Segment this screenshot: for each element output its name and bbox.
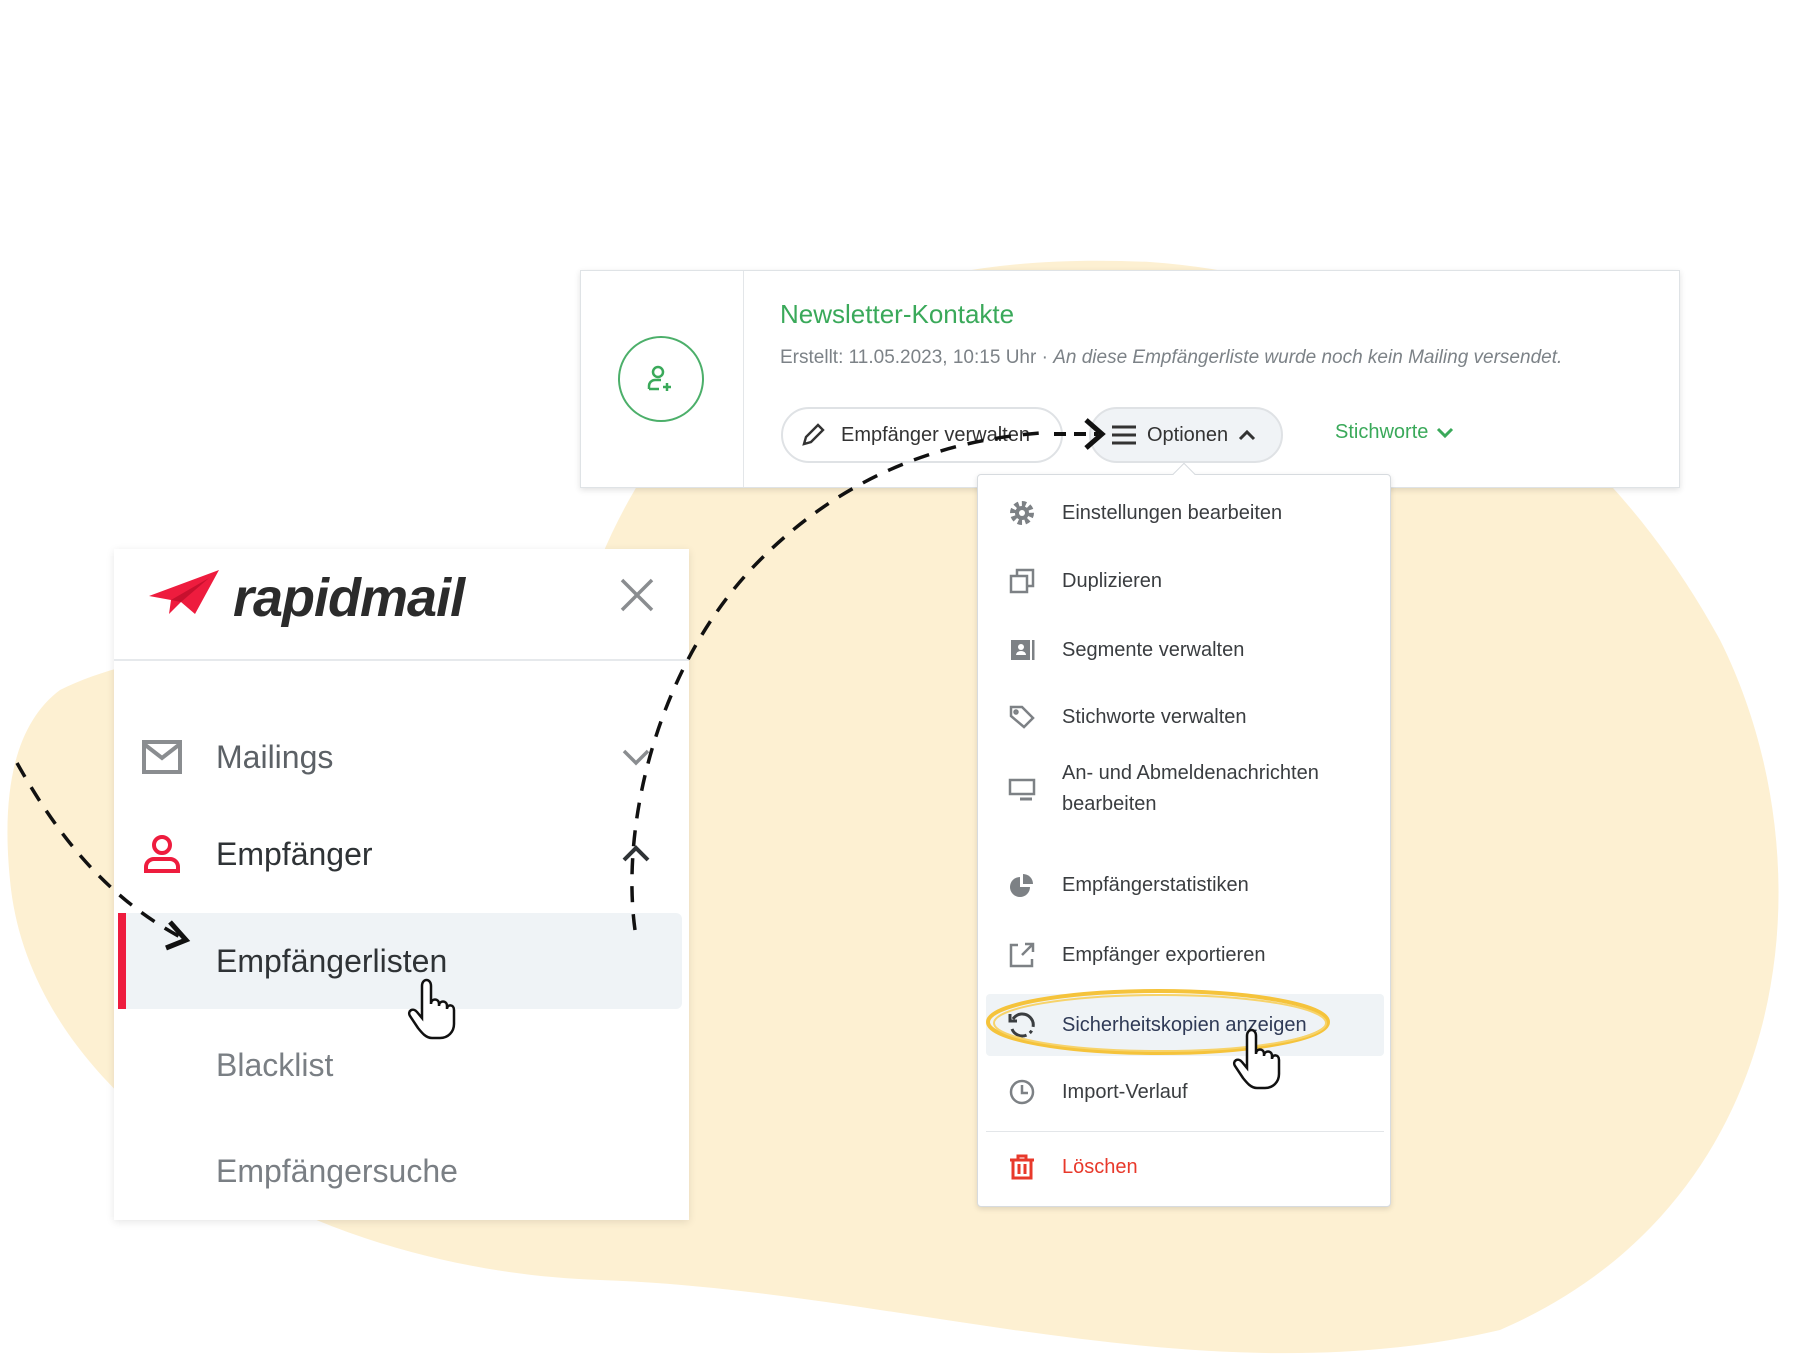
options-label: Optionen <box>1147 423 1229 446</box>
restore-icon <box>1000 1010 1044 1040</box>
sidebar-item-recipient-search[interactable]: Empfängersuche <box>114 1149 689 1193</box>
tag-icon <box>1000 703 1044 731</box>
mailing-status: An diese Empfängerliste wurde noch kein … <box>1053 347 1563 368</box>
sidebar: rapidmail Mailings Empfänger Empfängerli… <box>114 549 689 1220</box>
chevron-down-icon <box>622 749 650 766</box>
chevron-up-icon <box>1239 429 1256 441</box>
manage-recipients-label: Empfänger verwalten <box>841 423 1030 446</box>
menu-item-label: Duplizieren <box>1062 569 1163 592</box>
add-user-icon <box>618 336 704 422</box>
card-divider <box>743 271 744 487</box>
sidebar-item-recipient-lists[interactable]: Empfängerlisten <box>114 939 689 983</box>
list-title[interactable]: Newsletter-Kontakte <box>780 299 1015 329</box>
tags-dropdown[interactable]: Stichworte <box>1335 421 1454 444</box>
menu-item-delete[interactable]: Löschen <box>986 1147 1384 1187</box>
menu-item-label: Import-Verlauf <box>1062 1080 1188 1103</box>
recipient-list-card: Newsletter-Kontakte Erstellt: 11.05.2023… <box>580 270 1680 488</box>
trash-icon <box>1000 1153 1044 1181</box>
sidebar-item-label: Empfänger <box>216 835 373 872</box>
menu-item-label: Segmente verwalten <box>1062 638 1245 661</box>
options-menu: Einstellungen bearbeiten Duplizieren Seg… <box>977 462 1391 1207</box>
tags-label: Stichworte <box>1335 421 1429 443</box>
sidebar-item-label: Empfängerlisten <box>216 942 448 979</box>
menu-item-label: Einstellungen bearbeiten <box>1062 501 1283 524</box>
monitor-icon <box>1000 775 1044 803</box>
logo-text: rapidmail <box>233 568 465 628</box>
menu-item-label: Empfänger exportieren <box>1062 943 1266 966</box>
sidebar-item-label: Empfängersuche <box>216 1152 458 1189</box>
active-item-highlight <box>118 913 682 1009</box>
export-icon <box>1000 941 1044 969</box>
menu-item-label-line2: bearbeiten <box>1062 793 1157 815</box>
sidebar-item-mailings[interactable]: Mailings <box>114 735 689 779</box>
pie-chart-icon <box>1000 871 1044 899</box>
created-date: Erstellt: 11.05.2023, 10:15 Uhr · <box>780 347 1054 368</box>
sidebar-item-blacklist[interactable]: Blacklist <box>114 1043 689 1087</box>
user-icon <box>144 835 180 873</box>
menu-icon <box>1112 425 1136 445</box>
gear-icon <box>1000 499 1044 527</box>
menu-separator <box>986 1131 1384 1132</box>
menu-item-duplicate[interactable]: Duplizieren <box>986 561 1384 601</box>
options-button[interactable]: Optionen <box>1089 407 1283 463</box>
menu-item-segments[interactable]: Segmente verwalten <box>986 630 1384 670</box>
menu-item-label: Stichworte verwalten <box>1062 705 1247 728</box>
sidebar-header: rapidmail <box>114 549 689 661</box>
sidebar-item-label: Mailings <box>216 738 334 775</box>
menu-item-label: An- und Abmeldenachrichten <box>1062 762 1319 784</box>
menu-item-import-history[interactable]: Import-Verlauf <box>986 1072 1384 1112</box>
contact-card-icon <box>1000 636 1044 664</box>
sidebar-item-recipients[interactable]: Empfänger <box>114 832 689 876</box>
menu-item-statistics[interactable]: Empfängerstatistiken <box>986 865 1384 905</box>
pencil-icon <box>802 423 825 446</box>
chevron-up-icon <box>622 845 650 862</box>
menu-item-signup-messages[interactable]: An- und Abmeldenachrichten bearbeiten <box>986 757 1384 821</box>
menu-item-tags[interactable]: Stichworte verwalten <box>986 697 1384 737</box>
menu-item-label: Löschen <box>1062 1155 1138 1178</box>
duplicate-icon <box>1000 567 1044 595</box>
list-meta: Erstellt: 11.05.2023, 10:15 Uhr · An die… <box>780 347 1562 369</box>
menu-item-export[interactable]: Empfänger exportieren <box>986 935 1384 975</box>
clock-icon <box>1000 1078 1044 1106</box>
sidebar-item-label: Blacklist <box>216 1046 334 1083</box>
chevron-down-icon <box>1437 427 1454 438</box>
menu-item-backups[interactable]: Sicherheitskopien anzeigen <box>986 994 1384 1056</box>
close-icon[interactable] <box>619 577 655 613</box>
rapidmail-logo[interactable]: rapidmail <box>149 567 465 629</box>
envelope-icon <box>142 740 182 774</box>
menu-item-label: Sicherheitskopien anzeigen <box>1062 1013 1307 1036</box>
menu-item-label: Empfängerstatistiken <box>1062 873 1249 896</box>
menu-item-settings[interactable]: Einstellungen bearbeiten <box>986 493 1384 533</box>
manage-recipients-button[interactable]: Empfänger verwalten <box>781 407 1063 463</box>
paper-plane-icon <box>149 570 219 614</box>
